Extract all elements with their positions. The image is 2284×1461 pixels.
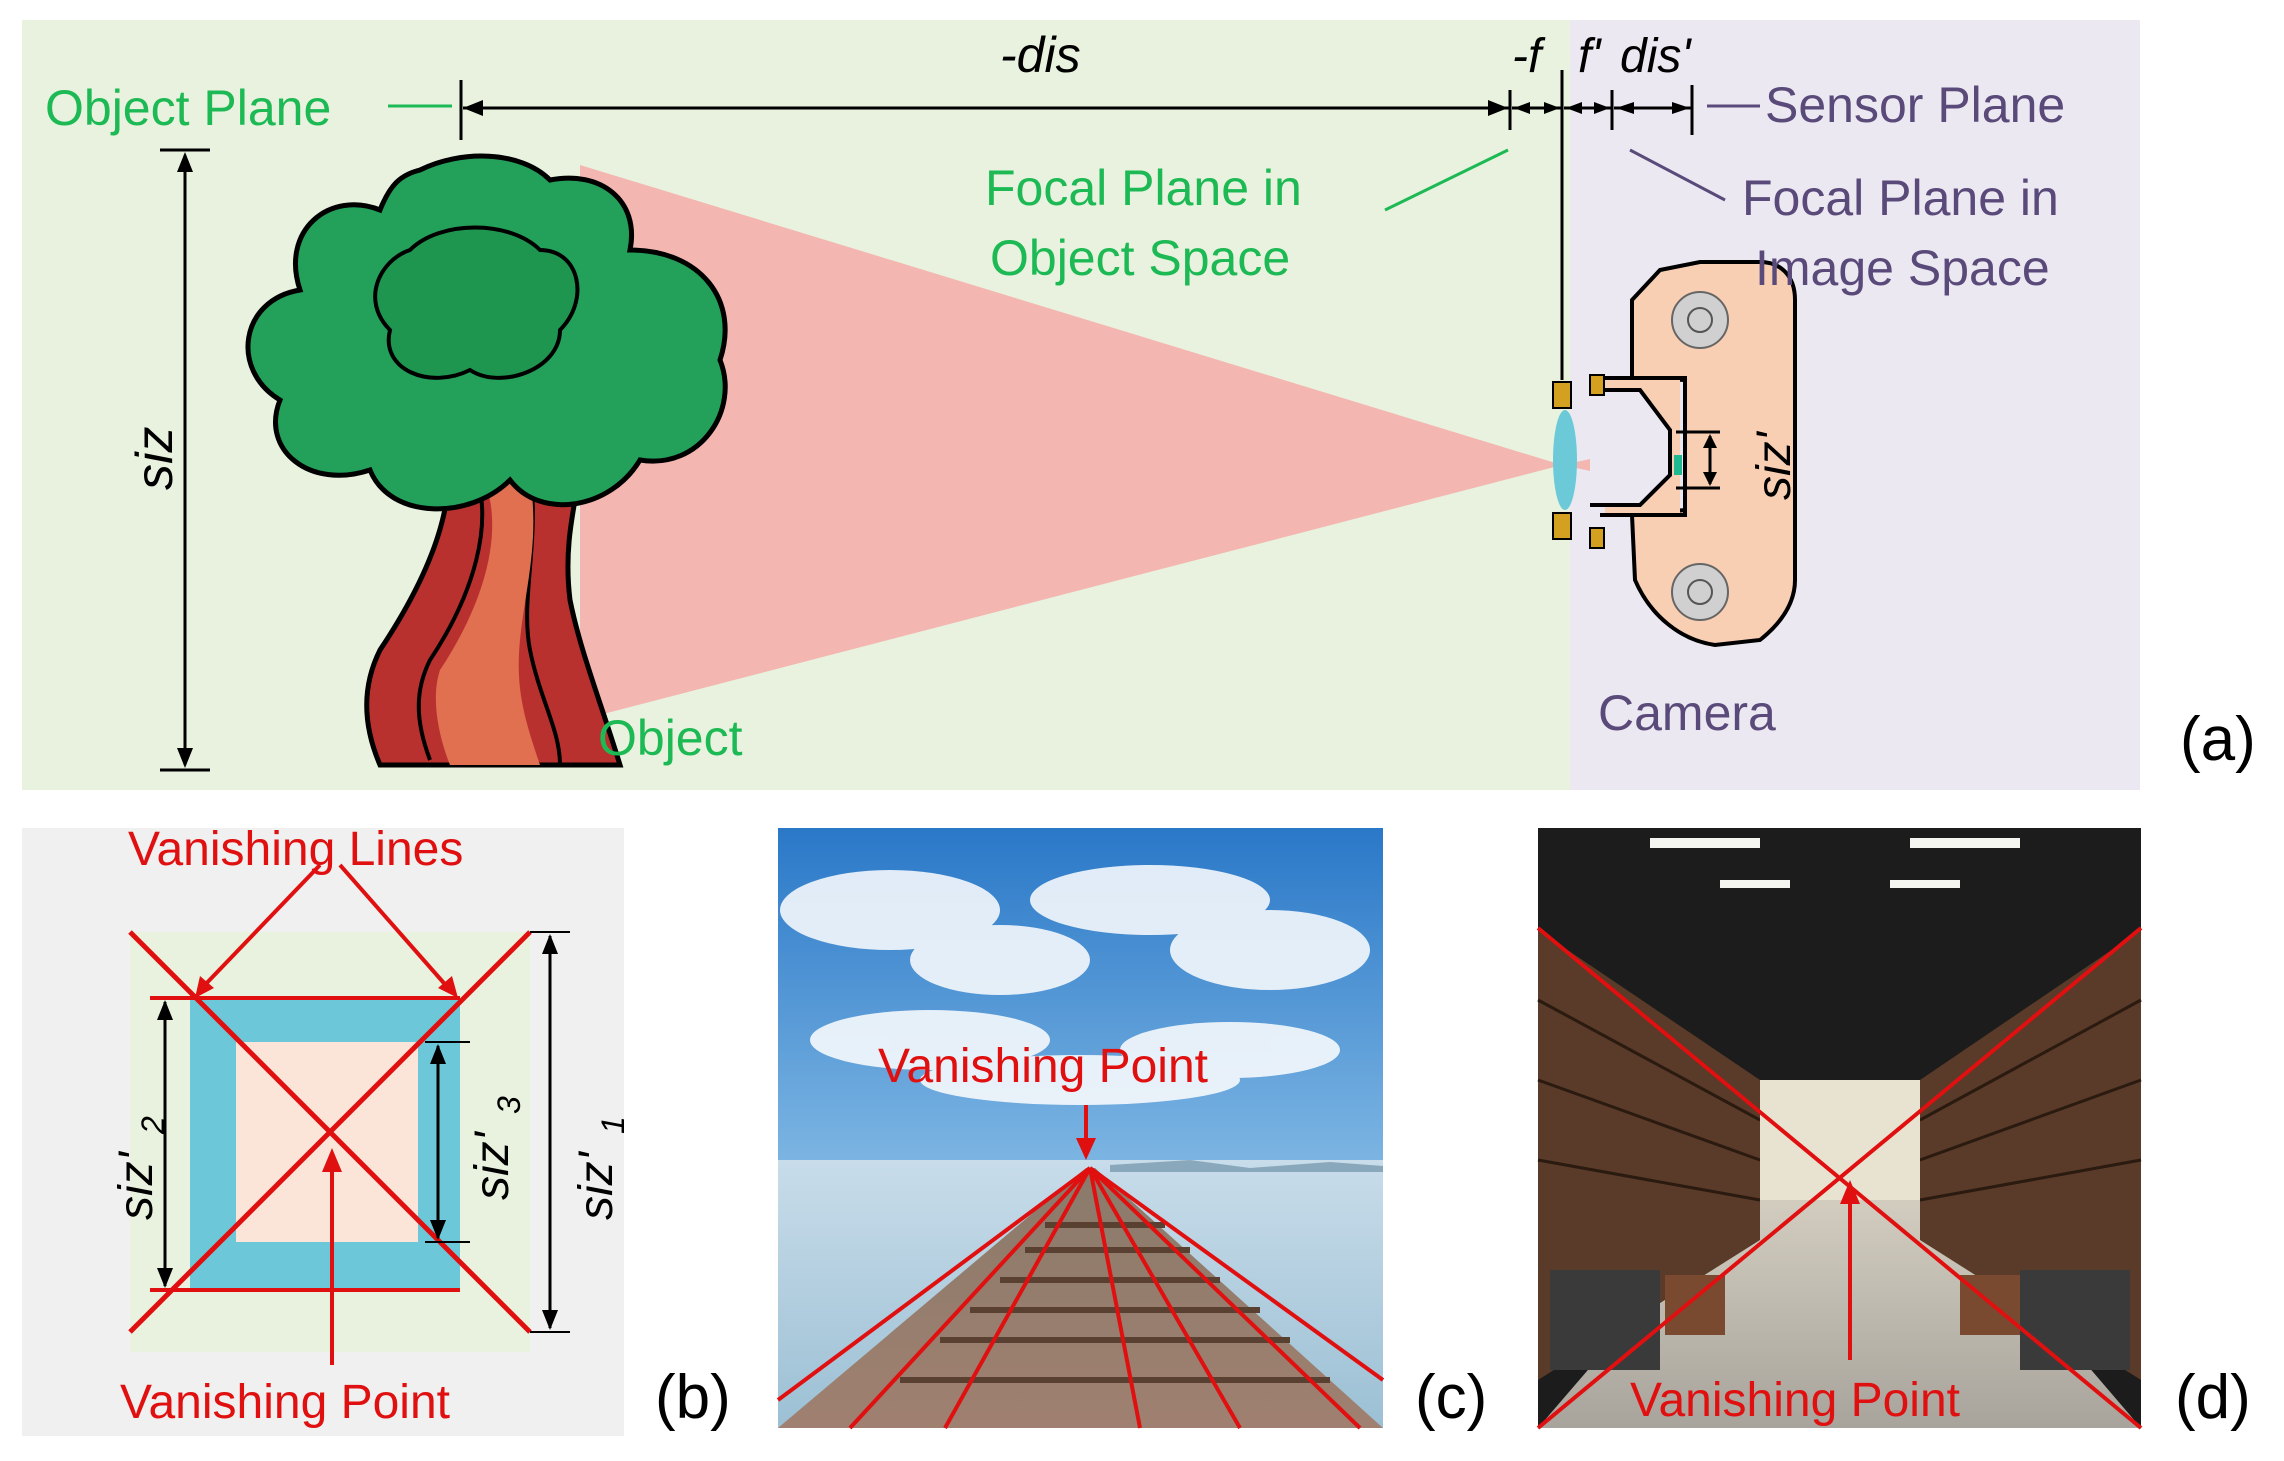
- vanishing-lines-label: Vanishing Lines: [128, 823, 463, 876]
- disprime-label: dis': [1620, 30, 1692, 83]
- siz2-sub: 2: [135, 1116, 171, 1135]
- chair-left: [1550, 1270, 1660, 1370]
- panel-d-label: (d): [2175, 1363, 2251, 1432]
- panel-c-label: (c): [1415, 1363, 1487, 1432]
- camera-label: Camera: [1598, 685, 1776, 741]
- tree-object: [245, 153, 728, 768]
- panel-c-photo: Vanishing Point (c): [776, 828, 1487, 1432]
- siz3-label: siz': [466, 1130, 519, 1200]
- focal-image-line1: Focal Plane in: [1742, 170, 2059, 226]
- focal-object-line2: Object Space: [990, 230, 1290, 286]
- floor: [1538, 1170, 2141, 1428]
- light-beam: [580, 165, 1562, 720]
- mountains: [1110, 1160, 1383, 1172]
- clouds: [780, 865, 1370, 1105]
- f-label: -f: [1512, 30, 1546, 83]
- siz3-sub: 3: [491, 1096, 527, 1114]
- siz2-label: siz': [110, 1150, 163, 1220]
- siz-label: siz: [126, 426, 184, 490]
- panel-b: Vanishing Lines Vanishing Point siz' 2 s…: [0, 820, 800, 1456]
- railway-track: [778, 1168, 1383, 1428]
- siz-dimension: [160, 148, 210, 772]
- object-plane-label: Object Plane: [45, 80, 331, 136]
- vanishing-point-label-b: Vanishing Point: [120, 1376, 450, 1429]
- object-label: Object: [598, 710, 743, 766]
- sensor-plane-label: Sensor Plane: [1765, 77, 2065, 133]
- vanishing-line-2: [128, 930, 532, 1334]
- table-left: [1665, 1275, 1725, 1335]
- siz1-sub: 1: [595, 1116, 631, 1134]
- panel-a-diagram: Object Plane -dis -f f' dis' Sensor Plan…: [22, 20, 2256, 790]
- vanishing-point-label-c: Vanishing Point: [878, 1040, 1208, 1093]
- shelf-lines: [1537, 998, 2142, 1202]
- focal-image-line2: Image Space: [1755, 240, 2050, 296]
- panel-c: Vanishing Point (c): [770, 820, 1530, 1456]
- fprime-label: f': [1578, 30, 1602, 83]
- ceiling-lights: [1650, 838, 2020, 888]
- sizprime-label: siz': [1748, 430, 1801, 500]
- chair-right: [2020, 1270, 2130, 1370]
- bookshelf-left: [1538, 930, 1760, 1380]
- dis-label: -dis: [1000, 27, 1081, 83]
- siz1-label: siz': [570, 1150, 623, 1220]
- panel-d-photo: Vanishing Point (d): [1536, 828, 2251, 1432]
- panel-a: Object Plane -dis -f f' dis' Sensor Plan…: [22, 20, 2256, 790]
- focal-object-line1: Focal Plane in: [985, 160, 1302, 216]
- panel-a-label: (a): [2180, 705, 2256, 774]
- panel-b-label: (b): [655, 1363, 731, 1432]
- distance-dimension: [388, 70, 1760, 380]
- camera: [1552, 260, 1797, 648]
- vanishing-lines-c: [776, 1166, 1385, 1430]
- bookshelf-right: [1920, 930, 2141, 1380]
- panel-d: Vanishing Point (d): [1530, 820, 2284, 1456]
- vanishing-lines-d: [1536, 926, 2143, 1430]
- panel-b-diagram: Vanishing Lines Vanishing Point siz' 2 s…: [22, 823, 731, 1436]
- vanishing-point-label-d: Vanishing Point: [1630, 1374, 1960, 1427]
- back-wall: [1760, 1080, 1920, 1200]
